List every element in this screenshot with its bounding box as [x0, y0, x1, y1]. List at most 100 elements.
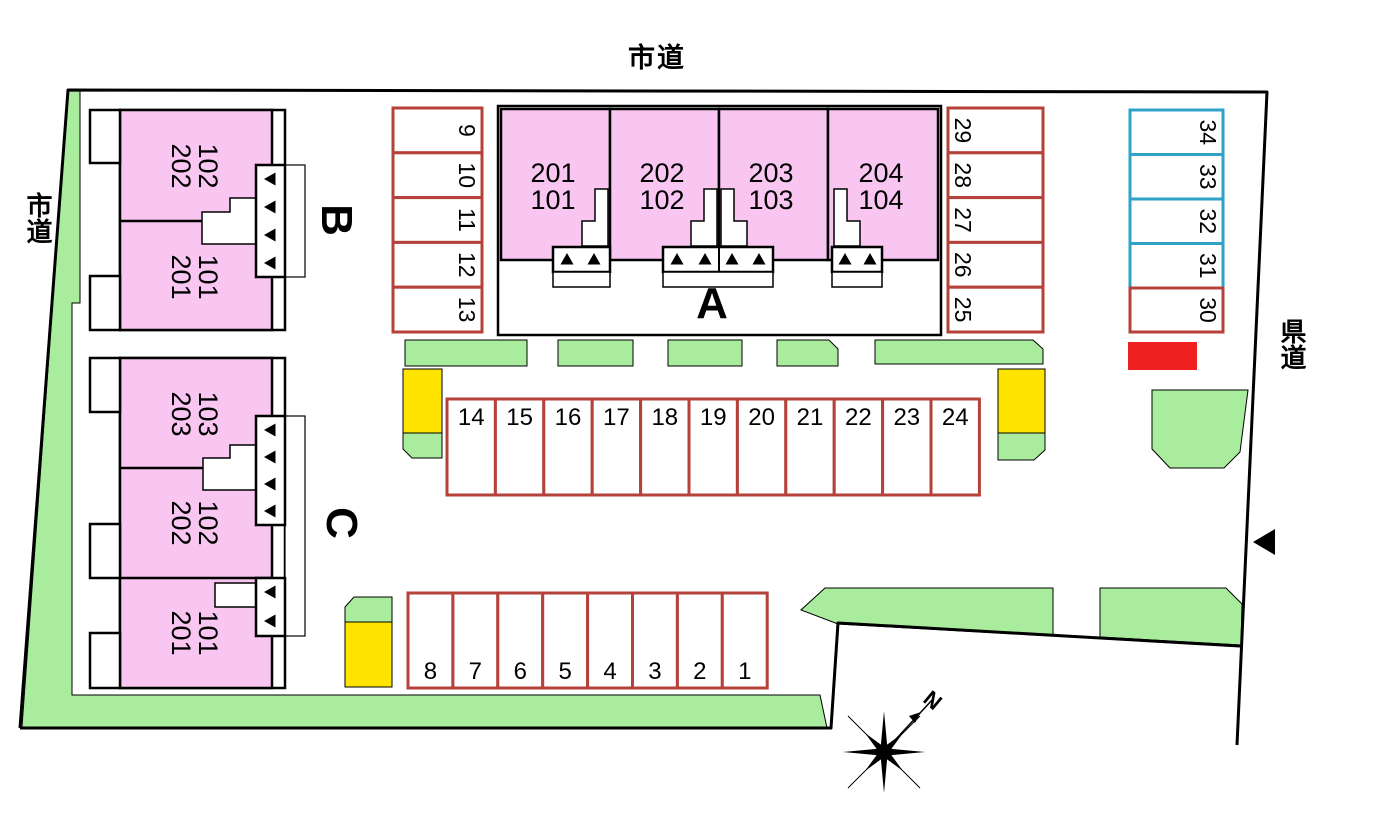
parking-space-label-18: 18 [651, 404, 678, 431]
unit-label-204: 204 [858, 158, 903, 188]
parking-space-label-20: 20 [748, 404, 775, 431]
unit-label-203: 203 [748, 158, 793, 188]
green-strip-bottom-right-2 [1099, 587, 1243, 646]
building-b-porches [88, 108, 122, 332]
road-label-right: 県道 [1277, 318, 1307, 370]
parking-space-30 [1128, 286, 1225, 334]
parking-space-label-13: 13 [454, 297, 480, 323]
unit-label-101: 101 [530, 185, 575, 215]
parking-space-11 [391, 196, 484, 244]
parking-space-13 [391, 285, 484, 334]
parking-space-label-1: 1 [738, 658, 751, 685]
green-cap-yellow-bottom [344, 596, 393, 623]
parking-space-27 [946, 196, 1045, 244]
yellow-structures [344, 368, 1046, 688]
parking-space-label-2: 2 [693, 658, 706, 685]
parking-space-label-22: 22 [845, 404, 872, 431]
unit-label-202: 202 [639, 158, 684, 188]
parking-space-label-7: 7 [469, 658, 482, 685]
parking-space-10 [391, 151, 484, 200]
building-c-entry-notch-2 [214, 582, 257, 608]
building-c-porches [88, 356, 122, 690]
parking-space-17 [590, 397, 643, 497]
road-label-left: 市道 [23, 191, 53, 244]
building-b-stairs [254, 163, 287, 279]
parking-space-label-17: 17 [603, 404, 630, 431]
green-cap-yellow-left [402, 432, 443, 459]
parking-space-label-15: 15 [506, 404, 533, 431]
building-c-stairs-1 [254, 414, 287, 527]
parking-space-label-19: 19 [700, 404, 727, 431]
unit-label-c-103: 103 [193, 391, 223, 436]
unit-label-c-202: 202 [166, 500, 196, 545]
parking-space-6 [496, 591, 545, 690]
parking-space-18 [639, 397, 691, 497]
parking-space-24 [929, 397, 981, 497]
parking-space-25 [946, 285, 1045, 334]
unit-label-b-102: 102 [193, 143, 223, 188]
building-c-label: C [317, 507, 366, 539]
unit-label-201: 201 [530, 158, 575, 188]
parking-space-label-4: 4 [603, 658, 616, 685]
parking-space-label-33: 33 [1195, 164, 1221, 190]
parking-space-label-5: 5 [558, 658, 571, 685]
parking-space-label-30: 30 [1195, 297, 1221, 323]
parking-space-9 [391, 106, 484, 155]
parking-space-29 [946, 106, 1045, 155]
parking-space-label-23: 23 [893, 404, 920, 431]
parking-group-far-right-blue: 34 33 32 31 [1128, 108, 1225, 290]
parking-space-label-12: 12 [454, 252, 480, 278]
unit-label-c-201: 201 [166, 610, 196, 655]
unit-label-b-201: 201 [166, 254, 196, 299]
building-b-stair-landing [284, 164, 306, 278]
parking-space-label-34: 34 [1195, 119, 1221, 145]
unit-label-c-102: 102 [193, 500, 223, 545]
parking-space-label-16: 16 [555, 404, 582, 431]
parking-space-label-31: 31 [1195, 253, 1221, 279]
parking-space-label-27: 27 [950, 207, 976, 233]
parking-space-label-6: 6 [514, 658, 527, 685]
parking-space-label-26: 26 [950, 252, 976, 278]
boundary-top-left-right [18, 88, 1269, 746]
unit-label-c-101: 101 [193, 610, 223, 655]
compass-rose-icon: N [843, 686, 947, 793]
parking-space-15 [493, 397, 546, 497]
parking-space-label-32: 32 [1195, 208, 1221, 234]
unit-label-103: 103 [748, 185, 793, 215]
parking-space-32 [1128, 197, 1225, 245]
parking-space-label-29: 29 [950, 118, 976, 144]
green-band-a1-seg3 [667, 339, 743, 367]
unit-label-b-202: 202 [166, 143, 196, 188]
building-c-stair-landing [284, 415, 306, 637]
parking-space-26 [946, 240, 1045, 289]
building-c-block [118, 356, 274, 690]
boundary-bottom [20, 621, 1241, 730]
parking-space-label-8: 8 [424, 658, 437, 685]
parking-space-label-3: 3 [648, 658, 661, 685]
yellow-box-bottom [344, 621, 393, 688]
unit-label-102: 102 [639, 185, 684, 215]
parking-space-label-24: 24 [942, 404, 969, 431]
unit-label-b-101: 101 [193, 254, 223, 299]
parking-space-23 [881, 397, 933, 497]
parking-space-label-28: 28 [950, 162, 976, 188]
parking-space-28 [946, 151, 1045, 200]
parking-space-label-9: 9 [454, 124, 480, 137]
green-band-a2 [874, 339, 1044, 365]
parking-space-label-10: 10 [454, 162, 480, 188]
parking-group-right-column: 29 28 27 26 25 [946, 106, 1045, 334]
parking-space-3 [631, 591, 679, 690]
parking-space-14 [445, 397, 497, 497]
green-cap-yellow-right [997, 432, 1046, 461]
building-a-label: A [696, 279, 728, 328]
parking-space-label-25: 25 [950, 297, 976, 323]
road-label-top: 市道 [628, 42, 686, 73]
